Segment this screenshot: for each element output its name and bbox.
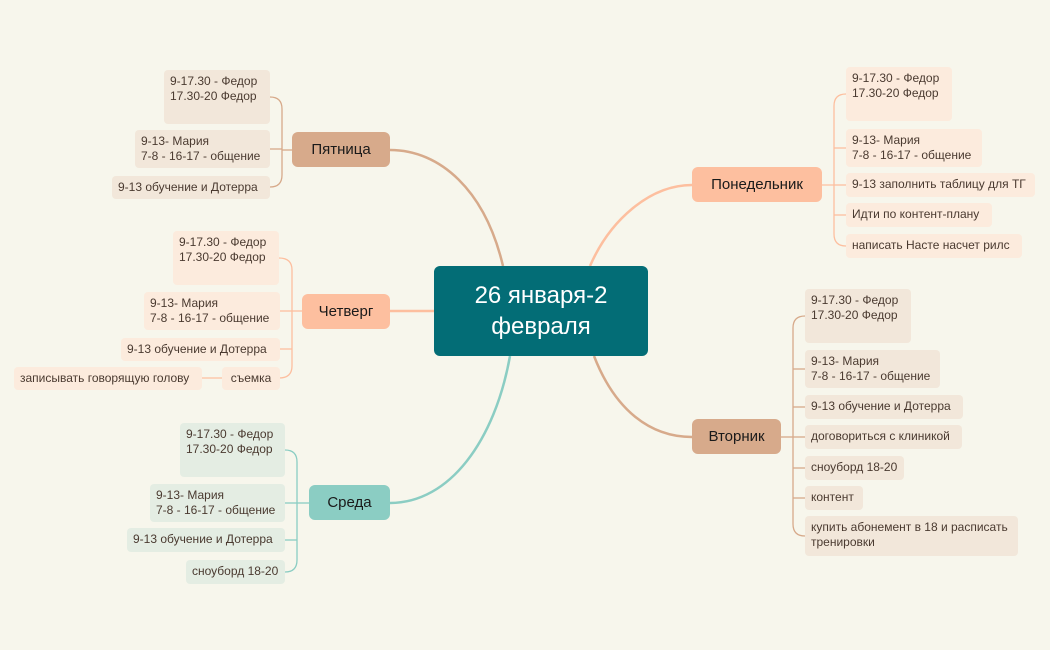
tuesday-item-1[interactable]: 9-17.30 - Федор 17.30-20 Федор bbox=[805, 289, 911, 343]
wednesday-item-3[interactable]: 9-13 обучение и Дотерра bbox=[127, 528, 285, 552]
friday-item-1[interactable]: 9-17.30 - Федор 17.30-20 Федор bbox=[164, 70, 270, 124]
branch-friday[interactable]: Пятница bbox=[292, 132, 390, 167]
tuesday-item-2[interactable]: 9-13- Мария 7-8 - 16-17 - общение bbox=[805, 350, 940, 388]
branch-wednesday[interactable]: Среда bbox=[309, 485, 390, 520]
link-wednesday bbox=[389, 355, 512, 505]
wednesday-item-2[interactable]: 9-13- Мария 7-8 - 16-17 - общение bbox=[150, 484, 285, 522]
branch-thursday[interactable]: Четверг bbox=[302, 294, 390, 329]
central-topic[interactable]: 26 января-2 февраля bbox=[434, 266, 648, 356]
tuesday-item-7[interactable]: купить абонемент в 18 и расписать тренир… bbox=[805, 516, 1018, 556]
link-monday bbox=[588, 183, 693, 267]
monday-item-4[interactable]: Идти по контент-плану bbox=[846, 203, 992, 227]
thursday-subitem[interactable]: записывать говорящую голову bbox=[14, 367, 202, 390]
thursday-item-2[interactable]: 9-13- Мария 7-8 - 16-17 - общение bbox=[144, 292, 280, 330]
tuesday-item-6[interactable]: контент bbox=[805, 486, 863, 510]
link-friday bbox=[389, 148, 505, 267]
tuesday-item-3[interactable]: 9-13 обучение и Дотерра bbox=[805, 395, 963, 419]
friday-item-3[interactable]: 9-13 обучение и Дотерра bbox=[112, 176, 270, 199]
tuesday-item-5[interactable]: сноуборд 18-20 bbox=[805, 456, 904, 480]
monday-item-3[interactable]: 9-13 заполнить таблицу для ТГ bbox=[846, 173, 1035, 197]
tuesday-item-4[interactable]: договориться с клиникой bbox=[805, 425, 962, 449]
monday-item-2[interactable]: 9-13- Мария 7-8 - 16-17 - общение bbox=[846, 129, 982, 167]
friday-item-2[interactable]: 9-13- Мария 7-8 - 16-17 - общение bbox=[135, 130, 270, 168]
link-tuesday bbox=[592, 355, 693, 439]
monday-item-1[interactable]: 9-17.30 - Федор 17.30-20 Федор bbox=[846, 67, 952, 121]
branch-tuesday[interactable]: Вторник bbox=[692, 419, 781, 454]
wednesday-item-1[interactable]: 9-17.30 - Федор 17.30-20 Федор bbox=[180, 423, 285, 477]
thursday-item-1[interactable]: 9-17.30 - Федор 17.30-20 Федор bbox=[173, 231, 279, 285]
thursday-item-4[interactable]: съемка bbox=[222, 367, 280, 390]
thursday-item-3[interactable]: 9-13 обучение и Дотерра bbox=[121, 338, 280, 361]
branch-monday[interactable]: Понедельник bbox=[692, 167, 822, 202]
wednesday-item-4[interactable]: сноуборд 18-20 bbox=[186, 560, 285, 584]
monday-item-5[interactable]: написать Насте насчет рилс bbox=[846, 234, 1022, 258]
